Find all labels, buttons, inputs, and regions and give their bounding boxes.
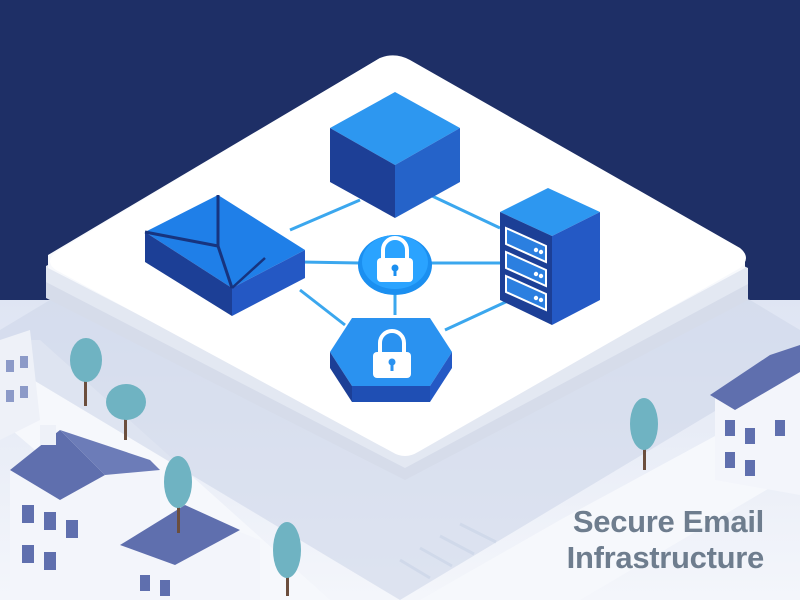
- padlock-icon: [358, 235, 432, 295]
- tree-icon: [70, 338, 658, 596]
- house-icon: [0, 330, 800, 600]
- envelope-icon: [144, 195, 305, 316]
- server-rack-icon: [500, 188, 600, 325]
- cube-icon: [330, 92, 460, 218]
- caption-line-1: Secure Email: [572, 504, 764, 539]
- caption-title: Secure Email Infrastructure: [566, 504, 765, 576]
- caption-line-2: Infrastructure: [566, 540, 765, 575]
- padlock-hexagon-icon: [330, 318, 452, 402]
